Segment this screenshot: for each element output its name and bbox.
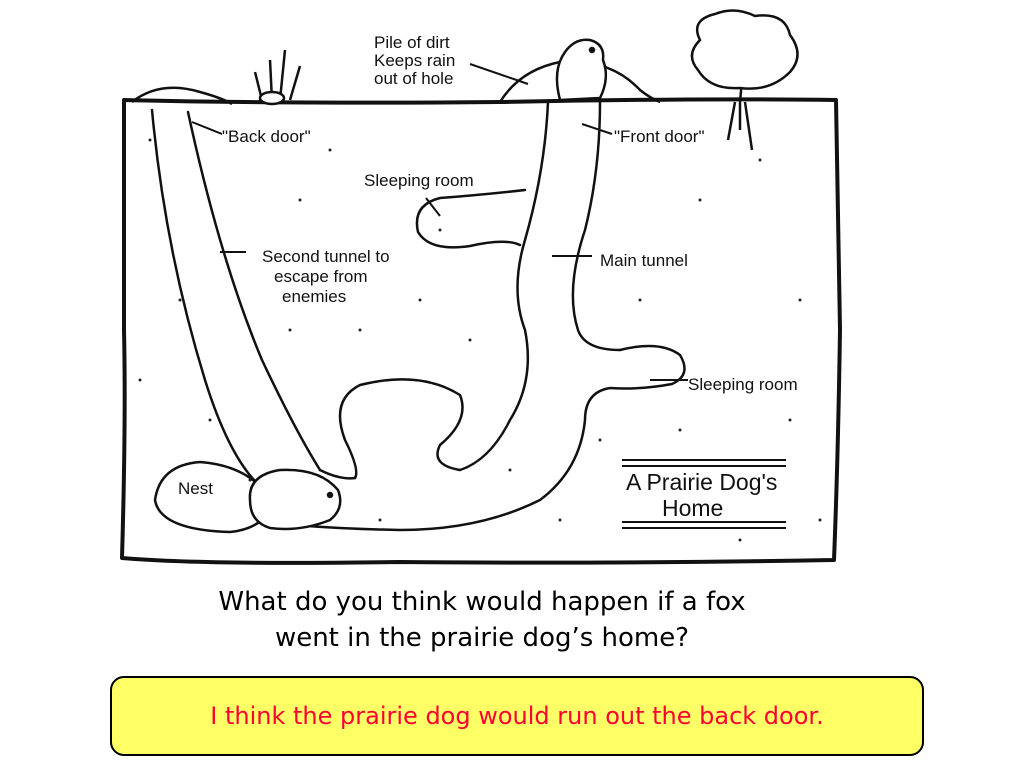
label-nest: Nest [178, 479, 213, 498]
label-sleeping-room-upper: Sleeping room [364, 171, 474, 190]
label-pile-line2: Keeps rain [374, 51, 455, 70]
question-line-2: went in the prairie dog’s home? [274, 623, 690, 653]
label-front-door: "Front door" [614, 127, 705, 146]
answer-box: I think the prairie dog would run out th… [110, 676, 924, 756]
label-back-door: "Back door" [222, 127, 311, 146]
ground-cross-section [120, 97, 842, 565]
surface-features [131, 9, 799, 151]
prairie-dog-front-door [555, 38, 608, 102]
label-second-tunnel-line3: enemies [282, 287, 346, 306]
answer-text: I think the prairie dog would run out th… [210, 702, 824, 730]
tunnel-system [150, 100, 686, 534]
label-pile-line1: Pile of dirt [374, 33, 450, 52]
soil-speckles [138, 138, 822, 542]
label-pile-line3: out of hole [374, 69, 453, 88]
diagram-title-line2: Home [662, 495, 723, 521]
diagram-title-line1: A Prairie Dog's [626, 469, 777, 495]
label-pointers [191, 63, 688, 381]
label-sleeping-room-lower: Sleeping room [688, 375, 798, 394]
label-main-tunnel: Main tunnel [600, 251, 688, 270]
prairie-dog-nest [248, 468, 342, 531]
question-text: What do you think would happen if a fox … [112, 584, 852, 656]
label-second-tunnel-line2: escape from [274, 267, 368, 286]
question-line-1: What do you think would happen if a fox [218, 587, 746, 617]
prairie-dog-home-diagram: Pile of dirt Keeps rain out of hole "Bac… [120, 9, 842, 565]
label-second-tunnel-line1: Second tunnel to [262, 247, 390, 266]
title-rules [622, 459, 786, 529]
